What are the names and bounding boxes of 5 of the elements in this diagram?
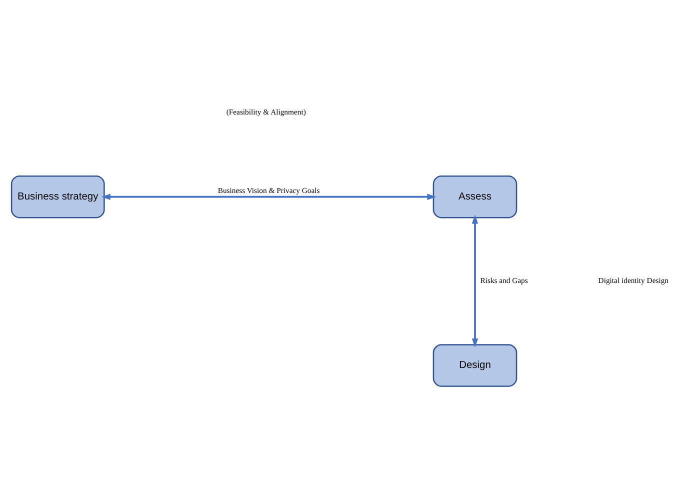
node-box: Assess [432,174,517,218]
node-box: Business strategy [10,174,104,218]
node-box: Design [432,344,517,386]
arrow [100,193,436,200]
arrow [471,214,478,347]
